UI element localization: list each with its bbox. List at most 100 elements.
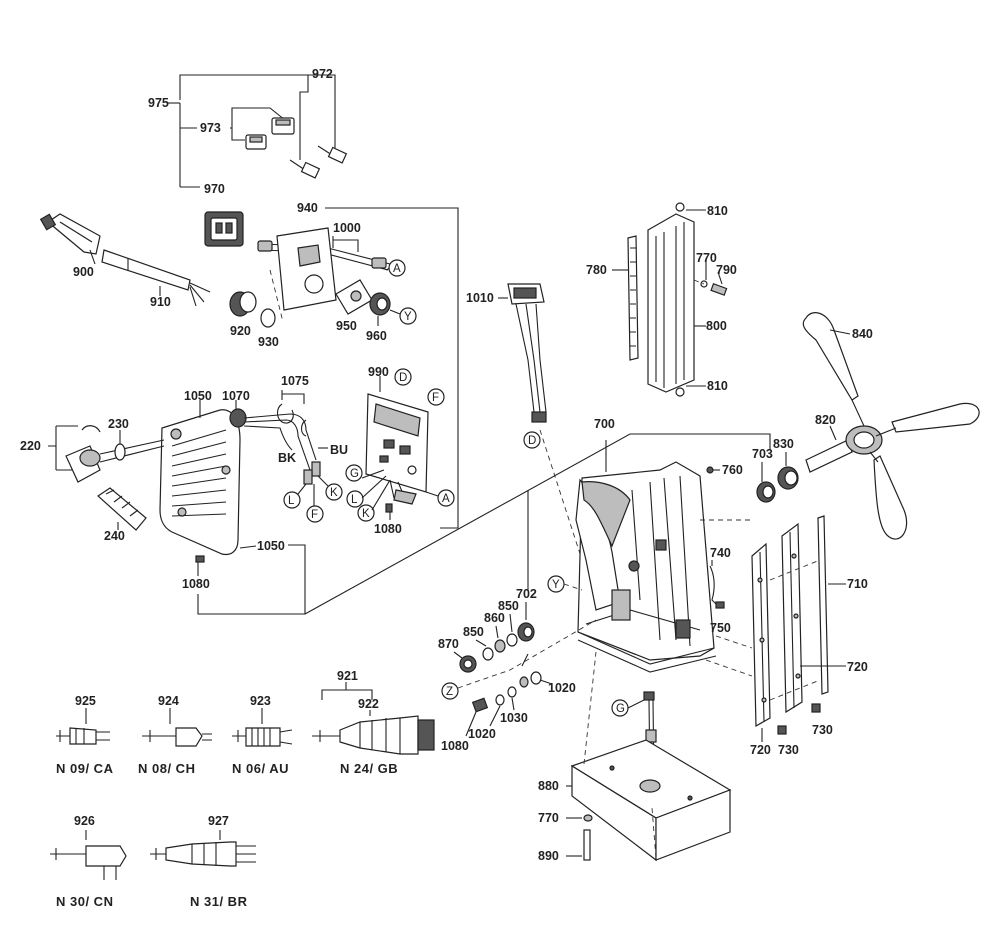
bracket-1075	[281, 390, 305, 404]
plug-925-ca	[56, 727, 110, 745]
grommet-1070	[229, 408, 247, 428]
connectors-972	[289, 145, 348, 179]
hub-820	[805, 399, 897, 473]
ref-label-z: Z	[446, 686, 453, 698]
ref-circle-f-2	[306, 505, 324, 523]
ref-label-l-1: L	[351, 494, 358, 506]
plug-922-gb	[312, 715, 435, 755]
ref-label-l-2: L	[288, 495, 295, 507]
bracket-220	[48, 425, 78, 471]
part-label-1080-cover: 1080	[182, 577, 210, 591]
part-label-770-bottom: 770	[538, 811, 559, 825]
cable-gland-220	[65, 425, 165, 483]
part-label-760: 760	[722, 463, 743, 477]
screw-760	[706, 466, 714, 474]
leader-900	[89, 249, 96, 265]
control-board-990	[365, 393, 429, 505]
part-label-770-top: 770	[696, 251, 717, 265]
ref-label-a: A	[393, 263, 401, 275]
part-label-720-right: 720	[847, 660, 868, 674]
cap-702	[517, 622, 535, 642]
screw-750	[715, 601, 725, 609]
bushing-703	[756, 481, 776, 503]
bracket-975-972	[167, 74, 336, 188]
part-label-1050-bottom: 1050	[257, 539, 285, 553]
screw-1080-board	[385, 503, 393, 513]
part-label-840: 840	[852, 327, 873, 341]
part-label-926: 926	[74, 814, 95, 828]
handle-840-top	[802, 312, 859, 401]
plug-caption-n31-br: N 31/ BR	[190, 894, 248, 909]
part-label-927: 927	[208, 814, 229, 828]
power-plug-900	[39, 213, 101, 255]
part-label-750: 750	[710, 621, 731, 635]
part-label-900: 900	[73, 265, 94, 279]
ring-930	[260, 308, 276, 328]
plug-caption-n24-gb: N 24/ GB	[340, 761, 398, 776]
part-label-730-left: 730	[778, 743, 799, 757]
plug-caption-n06-au: N 06/ AU	[232, 761, 289, 776]
ref-label-d-1: D	[528, 435, 536, 447]
part-label-890: 890	[538, 849, 559, 863]
bracket-part-950	[335, 279, 373, 315]
part-label-972: 972	[312, 67, 333, 81]
strip-710	[817, 515, 829, 695]
ref-label-k-2: K	[330, 487, 338, 499]
part-label-1030: 1030	[500, 711, 528, 725]
column-800	[647, 213, 695, 393]
part-label-230: 230	[108, 417, 129, 431]
part-label-1020-right: 1020	[548, 681, 576, 695]
part-label-1080-board: 1080	[374, 522, 402, 536]
part-label-990: 990	[368, 365, 389, 379]
ref-label-y: Y	[404, 311, 412, 323]
part-label-702: 702	[516, 587, 537, 601]
bracket-940	[325, 207, 459, 529]
part-label-740: 740	[710, 546, 731, 560]
bracket-921	[321, 682, 373, 700]
clip-740	[709, 565, 717, 605]
part-label-1075: 1075	[281, 374, 309, 388]
ref-label-g-2: G	[616, 703, 625, 715]
terminal-blocks-973	[245, 117, 295, 150]
plug-924-ch	[142, 727, 212, 747]
plug-927-br	[150, 841, 256, 867]
bracket-1000	[332, 236, 359, 252]
screw-730-left	[777, 725, 787, 735]
knob-960	[369, 292, 391, 316]
part-label-1050-top: 1050	[184, 389, 212, 403]
screw-810-top	[675, 202, 685, 212]
screw-1080-cover	[195, 555, 205, 563]
bracket-1050-1080	[197, 544, 306, 615]
part-label-1020-left: 1020	[468, 727, 496, 741]
sleeve-240	[97, 487, 147, 531]
ref-circle-a	[388, 259, 406, 277]
wire-label-bu: BU	[330, 443, 348, 457]
plug-caption-n30-cn: N 30/ CN	[56, 894, 113, 909]
part-label-924: 924	[158, 694, 179, 708]
ref-label-f-2: F	[311, 509, 318, 521]
part-label-780: 780	[586, 263, 607, 277]
part-label-240: 240	[104, 529, 125, 543]
part-label-870: 870	[438, 637, 459, 651]
part-label-800: 800	[706, 319, 727, 333]
part-label-950: 950	[336, 319, 357, 333]
ref-circle-d-1	[523, 431, 541, 449]
ring-230	[114, 443, 126, 461]
part-label-975: 975	[148, 96, 169, 110]
ref-circle-l-1	[346, 490, 364, 508]
ref-circle-l-2	[283, 491, 301, 509]
ref-circle-f-1	[427, 388, 445, 406]
part-label-973: 973	[200, 121, 221, 135]
wire-label-bk: BK	[278, 451, 296, 465]
screw-810-bottom	[675, 387, 685, 397]
ref-circle-y	[399, 307, 417, 325]
part-label-730-right: 730	[812, 723, 833, 737]
part-label-1080-stand: 1080	[441, 739, 469, 753]
ref-circle-a-2	[437, 489, 455, 507]
part-label-810-bottom: 810	[707, 379, 728, 393]
switch-1010	[507, 283, 547, 423]
ref-circle-k-2	[325, 483, 343, 501]
part-label-850-right: 850	[498, 599, 519, 613]
fasteners-1020-1030	[471, 653, 542, 713]
